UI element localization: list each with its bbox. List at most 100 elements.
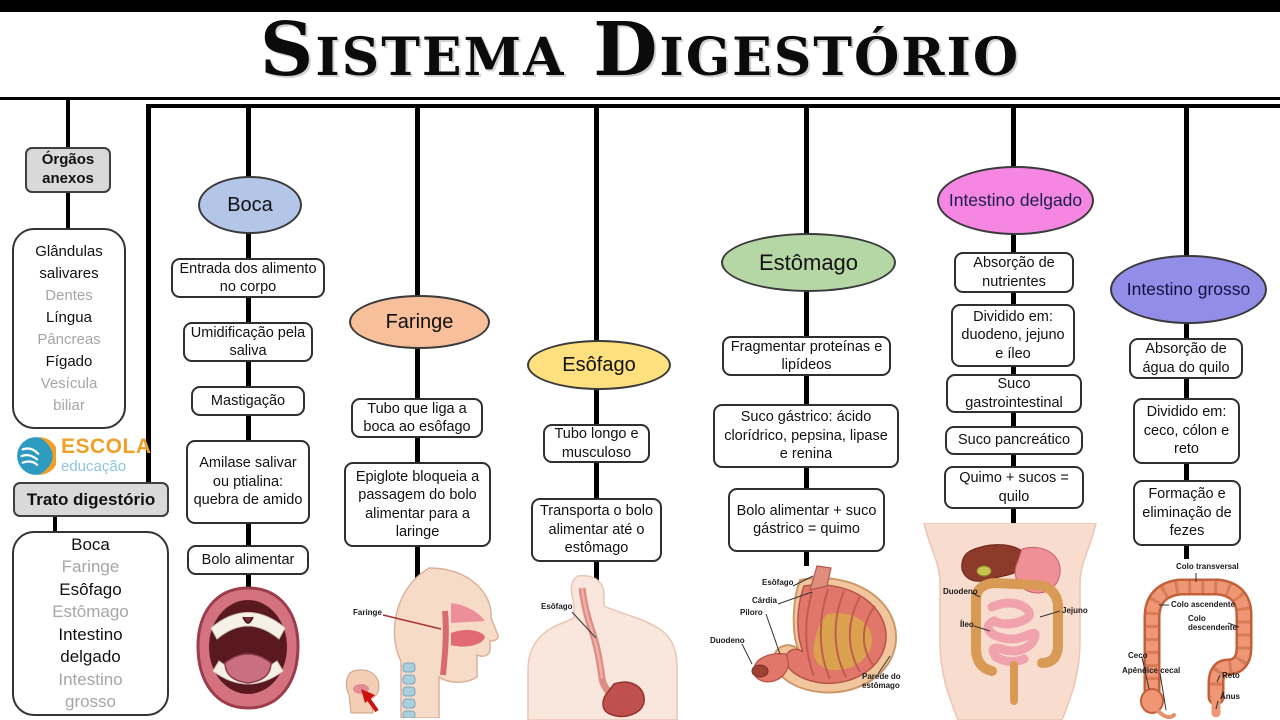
image-label: Cárdia [752,596,777,605]
info-box: Suco pancreático [945,426,1083,455]
list-item: Boca [71,534,110,554]
spine-grosso [1184,104,1189,559]
label-leaders [1141,573,1240,711]
node-faringe: Faringe [349,295,490,349]
gallbladder [976,565,992,577]
head-pharynx-illustration [333,563,501,718]
image-label: Duodeno [710,636,745,645]
list-item: Fígado [45,352,93,370]
info-box: Formação e eliminação de fezes [1133,480,1241,546]
list-item: Língua [46,308,92,326]
info-box: Suco gástrico: ácido clorídrico, pepsina… [713,404,899,468]
esophagus-stub [809,565,832,591]
image-label: Reto [1222,671,1240,680]
image-label: Jejuno [1062,606,1088,615]
upper-teeth [210,612,286,640]
logo-subtitle: educação [61,457,127,475]
colon-frame [971,577,1063,668]
duodenum-opening [751,664,769,678]
info-box: Bolo alimentar [187,545,309,575]
haustra-segments [1146,581,1250,697]
spine-estomago [804,104,809,566]
info-box: Mastigação [191,386,305,416]
list-item: Faringe [61,557,120,576]
digestive-tract-list: Boca Faringe Esôfago Estômago Intestino … [12,531,169,716]
small-intestine-coils [983,598,1040,667]
image-label: Parede do estômago [862,672,901,691]
info-box: Bolo alimentar + suco gástrico = quimo [728,488,885,552]
node-estomago: Estômago [721,233,896,292]
info-box: Tubo que liga a boca ao esôfago [351,398,483,438]
inner-muscle [813,613,872,671]
red-arrow-head [361,689,375,703]
stomach-illustration [700,562,915,712]
spine [402,662,416,718]
node-esofago: Esôfago [527,340,671,390]
tongue [451,630,485,647]
image-label: Ceco [1128,651,1148,660]
info-box: Absorção de nutrientes [954,252,1074,293]
escola-educacao-logo: ESCOLA educação [16,431,152,481]
organs-annex-list: Glândulas salivares Dentes Língua Pâncre… [12,228,126,429]
esophagus-torso-illustration [520,572,678,720]
info-box: Amilase salivar ou ptialina: quebra de a… [186,440,310,524]
abdomen-small-intestine-illustration [918,523,1102,720]
info-box: Epiglote bloqueia a passagem do bolo ali… [344,462,491,547]
info-box: Quimo + sucos = quilo [944,466,1084,509]
image-label: Piloro [740,608,763,617]
info-box: Tubo longo e musculoso [543,424,650,463]
label-leaders [971,592,1061,632]
connector-organs-list [66,192,70,229]
image-label: Íleo [960,620,974,629]
colon-left [971,594,997,676]
image-label: Faringe [353,608,382,617]
cecum [1140,688,1164,714]
tongue [224,653,272,684]
logo-icon [17,437,56,475]
list-item: Intestino delgado [58,624,123,667]
connector-organs [66,100,70,148]
list-item: Vesícula biliar [40,374,98,414]
image-label: Colo ascendente [1171,600,1236,609]
node-boca: Boca [198,176,302,234]
info-box: Fragmentar proteínas e lipídeos [722,336,891,376]
divider-line-2 [148,104,1280,108]
info-box: Entrada dos alimento no corpo [171,258,325,298]
open-mouth-illustration [193,583,303,713]
divider-line-1 [0,97,1280,100]
label-leader [382,614,442,630]
connector-tract [146,104,151,484]
label-leaders [741,575,891,675]
image-label: Apêndice cecal [1122,666,1181,675]
appendix [1156,709,1176,720]
info-box: Dividido em: duodeno, jejuno e íleo [951,304,1075,367]
list-item: Estômago [52,602,129,621]
digestive-tract-header: Trato digestório [13,482,169,517]
info-box: Dividido em: ceco, cólon e reto [1133,398,1240,464]
top-black-bar [0,0,1280,12]
nasal-cavity [451,603,485,623]
info-box: Umidificação pela saliva [183,322,313,362]
image-label: Ânus [1220,692,1240,701]
page-title: Sistema Digestório [259,7,1021,93]
list-item: Pâncreas [37,330,101,348]
node-intestino-grosso: Intestino grosso [1110,255,1267,324]
image-label: Colo descendente [1188,614,1237,633]
organs-annex-header: Órgãos anexos [25,147,111,193]
image-label: Duodeno [943,587,978,596]
spine-faringe [415,104,420,600]
pharynx-tube [440,610,449,676]
image-label: Colo transversal [1176,562,1239,571]
image-label: Esôfago [762,578,794,587]
stomach [602,681,645,718]
large-intestine-illustration [1116,555,1280,720]
node-intestino-delgado: Intestino delgado [937,166,1094,235]
list-item: Intestino grosso [58,669,123,712]
list-item: Glândulas salivares [35,242,103,282]
image-label: Esôfago [541,602,573,611]
list-item: Esôfago [59,579,122,599]
striations [805,588,876,680]
uvula [242,616,254,624]
logo-name: ESCOLA [61,434,152,458]
